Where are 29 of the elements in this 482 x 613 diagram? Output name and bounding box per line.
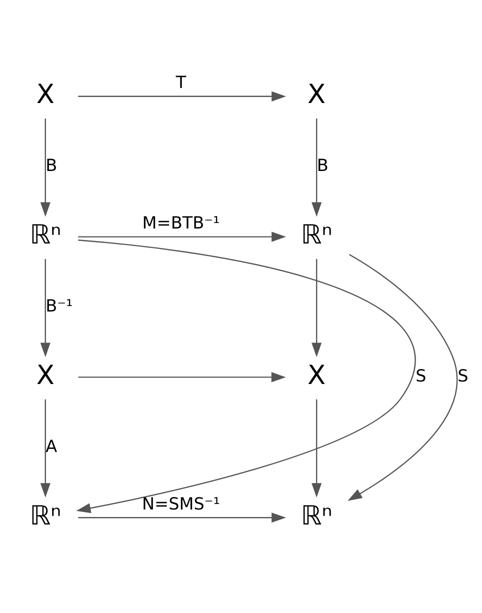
arrow <box>78 90 286 101</box>
arrow <box>312 118 322 216</box>
edge-label: B <box>316 154 328 175</box>
node-text: ℝⁿ <box>300 500 332 531</box>
edge-label: B <box>46 154 58 175</box>
node-text: X <box>36 359 54 390</box>
node-text: ℝⁿ <box>30 219 62 250</box>
arrow <box>40 398 50 498</box>
edge-label: N=SMS⁻¹ <box>142 492 220 513</box>
arrow <box>76 239 415 513</box>
arrow <box>312 398 322 498</box>
arrow <box>78 512 286 522</box>
edge-label: M=BTB⁻¹ <box>142 212 220 232</box>
arrow <box>40 258 50 357</box>
node-text: X <box>36 78 54 110</box>
edge-label: T <box>176 72 186 92</box>
node-text: X <box>308 78 326 110</box>
node-text: X <box>308 359 326 390</box>
edge-label: A <box>46 435 58 456</box>
arrow <box>312 258 322 357</box>
edge-label: S <box>416 365 426 386</box>
arrow <box>40 118 50 216</box>
edge-label: S <box>458 365 468 386</box>
arrow <box>78 231 286 242</box>
arrow <box>78 372 286 382</box>
node-text: ℝⁿ <box>30 500 62 531</box>
node-text: ℝⁿ <box>300 219 332 250</box>
edge-label: B⁻¹ <box>46 294 73 315</box>
arrow <box>348 254 458 500</box>
